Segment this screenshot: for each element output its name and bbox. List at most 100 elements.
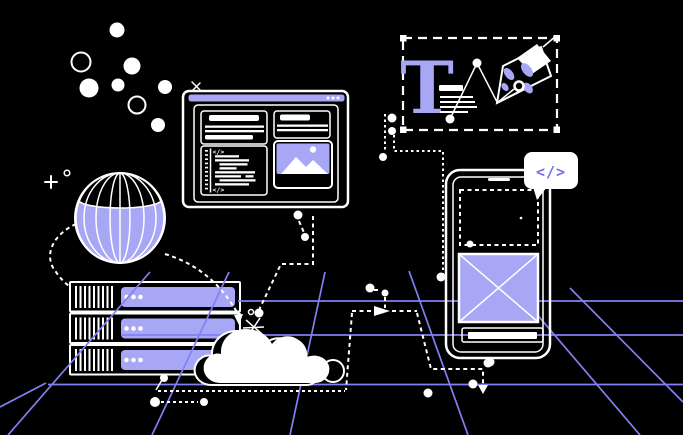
bubbles xyxy=(70,22,172,132)
phone-image-placeholder xyxy=(457,252,540,324)
pen-nib-ring xyxy=(513,80,525,92)
card-text-line xyxy=(277,124,328,127)
circuit-node xyxy=(466,240,474,248)
placeholder-cross xyxy=(458,253,539,323)
grid-fan-line xyxy=(7,271,151,435)
circuit-node xyxy=(423,388,433,398)
image-placeholder xyxy=(273,140,333,189)
circuit-node xyxy=(160,374,168,382)
server-row xyxy=(69,281,241,313)
globe-latitude xyxy=(78,199,162,209)
bubble xyxy=(79,78,99,98)
anchor-point xyxy=(472,58,482,68)
browser-content-frame xyxy=(193,104,339,203)
circuit-node xyxy=(150,397,160,407)
globe-to-server-trace xyxy=(49,223,77,287)
globe-icon xyxy=(74,172,166,264)
code-block: </> </> xyxy=(200,145,268,196)
circuit-traces xyxy=(49,113,446,325)
bezier-path xyxy=(445,58,498,124)
bubble xyxy=(111,78,125,92)
phone-frame xyxy=(444,168,552,360)
phone-speaker xyxy=(488,178,510,181)
code-skeleton-lines xyxy=(215,155,256,186)
server-row xyxy=(69,312,241,344)
circuit-path xyxy=(416,312,484,386)
code-tag-label: </> xyxy=(536,163,566,181)
phone-wireframe-block xyxy=(459,189,539,246)
circuit-node xyxy=(468,379,478,389)
server-vents xyxy=(75,317,113,340)
pen-tool-icon xyxy=(495,35,557,105)
selection-handles xyxy=(400,35,560,133)
code-bubble: </> xyxy=(524,152,578,200)
circuit-node xyxy=(254,308,264,318)
card-text-line xyxy=(205,125,264,128)
grid-fan-line xyxy=(408,270,469,435)
circuit-node xyxy=(379,153,387,161)
circuit-node xyxy=(293,210,303,220)
phone-screen-frame xyxy=(452,176,544,353)
card-text-bar xyxy=(205,135,253,140)
code-line-numbers xyxy=(205,150,208,190)
sparkles xyxy=(44,81,201,189)
circuit-path xyxy=(258,216,314,311)
design-selection-box: T xyxy=(400,35,560,133)
server-leds xyxy=(124,357,143,363)
cross-sparkle-icon xyxy=(191,81,201,91)
browser-traffic-dots xyxy=(326,96,340,100)
phone-home-button-fill xyxy=(468,332,537,339)
bubble xyxy=(151,118,165,132)
trace-arrowhead-icon xyxy=(234,314,243,325)
grid-fan-line xyxy=(289,271,326,435)
perspective-grid xyxy=(0,270,683,435)
grid-fan-line xyxy=(151,271,230,435)
card-heading-bar xyxy=(280,114,310,121)
globe-outline xyxy=(74,172,166,264)
card-text-line xyxy=(205,130,264,133)
circuit-node xyxy=(483,358,493,368)
trace-arrowhead-icon xyxy=(478,385,488,394)
server-leds xyxy=(124,326,143,331)
globe-to-cloud-trace xyxy=(164,253,239,315)
sun-icon xyxy=(309,146,317,153)
anchor-point xyxy=(445,114,455,124)
smartphone xyxy=(444,168,552,360)
server-faceplate xyxy=(121,318,235,339)
selection-border xyxy=(401,36,559,132)
browser-window: </> </> xyxy=(181,89,350,209)
circuit-path xyxy=(374,289,386,308)
bubble xyxy=(158,80,172,94)
article-card xyxy=(200,110,268,145)
server-vents xyxy=(75,349,113,371)
circuit-traces-lower xyxy=(150,283,495,407)
card-heading-bar xyxy=(209,115,259,121)
card-text-line xyxy=(277,129,328,132)
bubble-outline xyxy=(127,95,147,115)
circuit-node xyxy=(388,127,396,135)
bubble-outline xyxy=(70,51,92,73)
pen-nib-inlays xyxy=(501,63,534,94)
circuit-path xyxy=(345,312,353,391)
circuit-path xyxy=(393,135,444,274)
server-vents xyxy=(75,286,113,308)
circuit-node xyxy=(436,272,446,282)
circuit-node xyxy=(365,283,375,293)
circuit-node xyxy=(381,289,389,297)
trace-arrow-icon xyxy=(374,306,390,316)
bubble-body xyxy=(524,152,578,189)
scribble-sparkle-icon xyxy=(242,308,265,337)
circuit-node xyxy=(387,113,397,123)
placeholder-border xyxy=(457,252,540,324)
server-leds xyxy=(124,294,143,300)
circuit-path xyxy=(298,220,305,234)
grid-fan-line xyxy=(569,287,683,403)
bubble xyxy=(109,22,125,38)
bubble xyxy=(123,57,141,75)
grid-fan-line xyxy=(0,382,47,408)
plus-sparkle-icon xyxy=(44,175,58,189)
sidebar-card xyxy=(273,110,331,139)
speck-dot xyxy=(519,216,523,220)
server-faceplate xyxy=(121,287,235,307)
